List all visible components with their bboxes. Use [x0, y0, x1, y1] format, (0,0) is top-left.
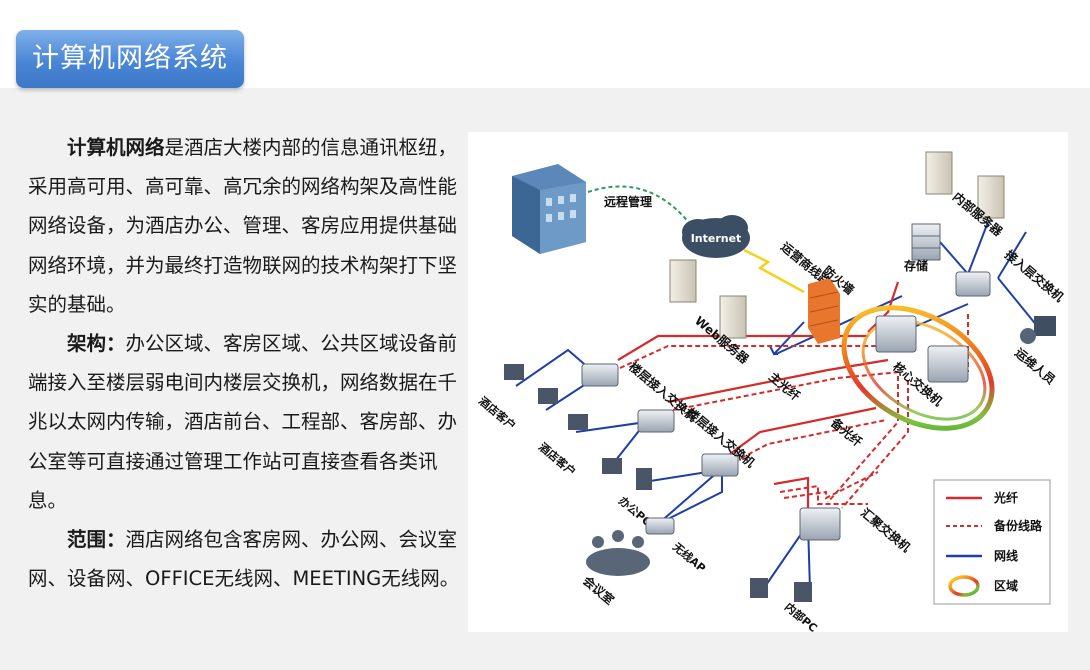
paragraph-text: 是酒店大楼内部的信息通讯枢纽，采用高可用、高可靠、高冗余的网络构架及高性能网络设…	[28, 136, 458, 316]
hotel-guest-2-label: 酒店客户	[536, 440, 579, 479]
legend-cable-label: 网线	[994, 548, 1018, 563]
backup-fiber-label: 备光纤	[827, 414, 865, 449]
ops-staff-icon	[1020, 316, 1056, 344]
core-switch-icon	[875, 315, 969, 383]
web-server-icon	[669, 259, 747, 339]
paragraph-text: 办公区域、客房区域、公共区域设备前端接入至楼层弱电间内楼层交换机，网络数据在千兆…	[28, 332, 458, 512]
legend-zone-swatch	[948, 575, 980, 597]
aggregation-switch-label: 汇聚交换机	[858, 505, 914, 555]
paragraph-heading: 架构：	[67, 332, 126, 356]
network-diagram: 远程管理 Internet 运营商线路 防火墙 Web服务器 内部服务器 存储 …	[468, 132, 1068, 632]
hotel-guest-1-label: 酒店客户	[476, 394, 519, 433]
legend-box	[933, 479, 1051, 605]
internet-cloud-icon	[682, 215, 750, 258]
paragraph-text: 酒店网络包含客房网、办公网、会议室网、设备网、OFFICE无线网、MEETING…	[28, 528, 460, 591]
paragraph-scope: 范围：酒店网络包含客房网、办公网、会议室网、设备网、OFFICE无线网、MEET…	[28, 520, 460, 598]
firewall-icon	[808, 278, 840, 344]
slide-title: 计算机网络系统	[32, 43, 228, 74]
internal-server-icon	[925, 151, 1005, 219]
laptop-icon	[504, 364, 622, 474]
access-switch-icon	[955, 271, 991, 297]
office-pc-icon	[636, 468, 652, 490]
paragraph-architecture: 架构：办公区域、客房区域、公共区域设备前端接入至楼层弱电间内楼层交换机，网络数据…	[28, 324, 460, 520]
isp-lightning	[743, 248, 805, 294]
storage-label: 存储	[903, 258, 928, 273]
legend: 光纤 备份线路 网线 区域	[933, 479, 1051, 605]
floor-switch-icon	[581, 363, 739, 477]
internal-pc-icon	[750, 578, 812, 602]
internet-label: Internet	[691, 232, 742, 245]
zone-ring-inner	[861, 319, 987, 421]
internal-pc-label: 内部PC	[782, 600, 820, 632]
main-fiber-label: 主光纤	[766, 369, 803, 404]
legend-backup-label: 备份线路	[993, 518, 1043, 533]
fiber-lines	[617, 281, 900, 514]
zone-ring	[841, 305, 995, 431]
body-text: 计算机网络是酒店大楼内部的信息通讯枢纽，采用高可用、高可靠、高冗余的网络构架及高…	[28, 128, 460, 598]
storage-icon	[911, 223, 941, 261]
paragraph-heading: 计算机网络	[67, 136, 165, 159]
legend-fiber-label: 光纤	[993, 490, 1018, 505]
remote-mgmt-label: 远程管理	[604, 194, 652, 209]
remote-link	[587, 185, 691, 225]
paragraph-network: 计算机网络是酒店大楼内部的信息通讯枢纽，采用高可用、高可靠、高冗余的网络构架及高…	[28, 128, 460, 324]
wireless-ap-label: 无线AP	[669, 539, 708, 575]
meeting-room-label: 会议室	[580, 573, 617, 608]
office-building-icon	[512, 164, 586, 254]
ops-staff-label: 运维人员	[1012, 345, 1058, 387]
wireless-ap-icon	[645, 517, 675, 535]
meeting-room-icon	[586, 530, 650, 576]
network-diagram-svg: 远程管理 Internet 运营商线路 防火墙 Web服务器 内部服务器 存储 …	[476, 151, 1067, 632]
paragraph-heading: 范围：	[67, 528, 126, 552]
title-banner: 计算机网络系统	[16, 30, 244, 88]
aggregation-switch-icon	[799, 507, 841, 541]
legend-zone-label: 区域	[994, 578, 1018, 593]
